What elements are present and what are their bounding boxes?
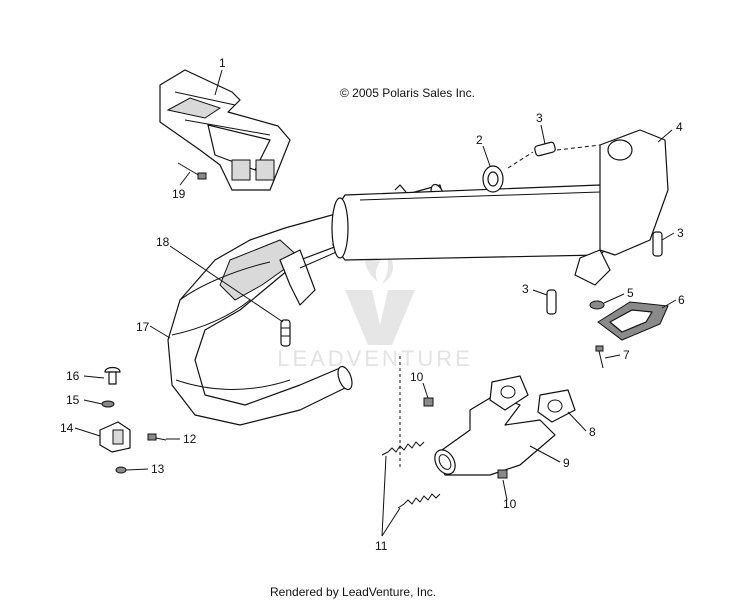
callout-8: 8 (589, 425, 596, 439)
callout-6: 6 (678, 293, 685, 307)
callout-3b: 3 (677, 226, 684, 240)
callout-14: 14 (60, 421, 74, 435)
callout-7: 7 (623, 348, 630, 362)
part-10-stud-b (497, 469, 508, 479)
leader-lines (74, 69, 677, 537)
callout-10b: 10 (503, 497, 517, 511)
part-5-washer (589, 300, 605, 310)
part-1-bracket (159, 69, 291, 191)
copyright-text: © 2005 Polaris Sales Inc. (340, 86, 475, 100)
callout-15: 15 (66, 393, 80, 407)
part-9-manifold (434, 394, 556, 476)
callout-9: 9 (563, 456, 570, 470)
part-12-screw (147, 433, 167, 441)
callout-1: 1 (219, 56, 226, 70)
part-4-silencer (331, 129, 669, 286)
part-11-spring-b (397, 493, 441, 509)
part-7-bolt (595, 345, 604, 369)
callout-17: 17 (136, 320, 150, 334)
part-13-nut (115, 466, 127, 474)
callout-19: 19 (172, 187, 186, 201)
part-10-stud-a (423, 397, 434, 407)
part-3-spring-c (546, 289, 557, 315)
callouts: 1 19 2 3 4 3 3 5 6 7 8 9 10 10 11 16 15 … (60, 56, 685, 553)
part-6-gasket (597, 301, 669, 341)
part-16-bolt (104, 366, 121, 385)
callout-3a: 3 (536, 111, 543, 125)
part-3-spring-b (652, 231, 663, 257)
part-8-flange-a (489, 375, 529, 411)
part-19-screw (177, 162, 207, 180)
callout-16: 16 (66, 369, 80, 383)
part-8-flange-b (537, 389, 576, 423)
part-14-bracket (99, 421, 131, 453)
footer-credit: Rendered by LeadVenture, Inc. (270, 585, 437, 599)
part-2-grommet (482, 165, 504, 193)
part-15-washer (101, 400, 115, 408)
callout-11: 11 (375, 539, 388, 553)
callout-3c: 3 (522, 282, 529, 296)
callout-5: 5 (627, 286, 634, 300)
callout-13: 13 (151, 462, 165, 476)
callout-18: 18 (156, 235, 170, 249)
callout-10a: 10 (410, 370, 424, 384)
part-11-spring-a (381, 441, 425, 456)
watermark-logo: LEADVENTURE (277, 240, 473, 371)
watermark-text: LEADVENTURE (277, 346, 473, 371)
callout-4: 4 (676, 120, 683, 134)
part-3-spring-a (507, 141, 601, 169)
part-18-spring (280, 319, 291, 347)
callout-12: 12 (183, 432, 197, 446)
callout-2: 2 (476, 133, 483, 147)
